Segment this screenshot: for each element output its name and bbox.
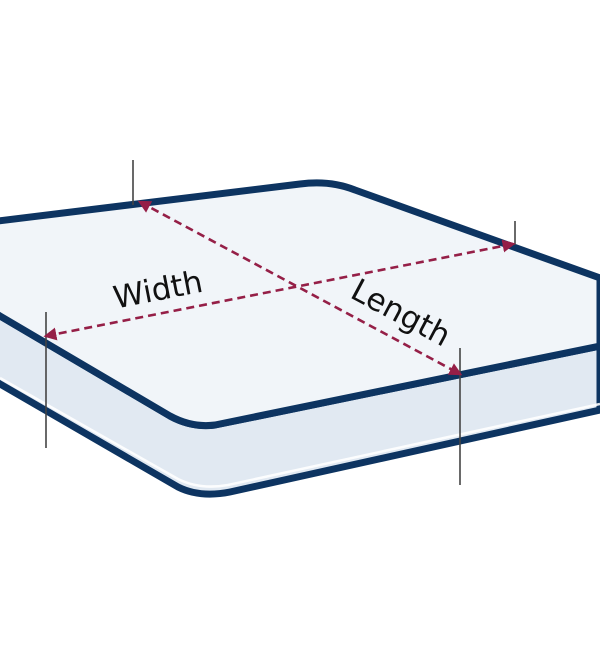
length-dimension-arrow: [137, 200, 463, 376]
mattress-side-seam: [0, 376, 600, 488]
